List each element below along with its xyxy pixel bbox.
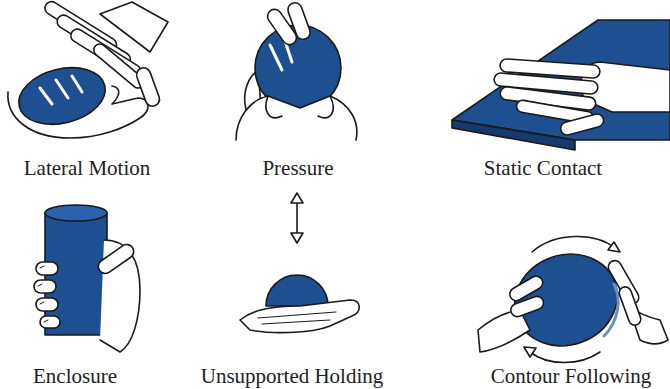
nail-line [38, 266, 48, 322]
cylinder-top [45, 205, 107, 221]
motion-arrow [296, 200, 298, 236]
caption-label: Static Contact [484, 156, 602, 180]
blue-disk [502, 240, 631, 360]
finger-groove [40, 76, 82, 104]
arrow-head [291, 233, 303, 243]
finger [509, 295, 545, 319]
rotation-arrow [530, 352, 600, 363]
blue-slab [452, 20, 670, 140]
hand-outline [478, 310, 530, 352]
palm-hand [240, 300, 359, 333]
static-contact-illustration [452, 20, 670, 150]
caption-label: Lateral Motion [24, 156, 151, 180]
blue-disk [13, 59, 111, 133]
arrow-head [608, 242, 620, 252]
thumb [286, 1, 312, 41]
caption-label: Enclosure [33, 364, 117, 388]
slab-edge [452, 120, 575, 150]
unsupported-holding-illustration [240, 193, 359, 333]
arrow-head [524, 347, 536, 357]
thumb [559, 113, 605, 137]
finger-line [266, 96, 333, 118]
contour-following-illustration [478, 236, 668, 362]
fingertip [40, 316, 60, 328]
fingertip [36, 298, 58, 311]
disk-rim [604, 284, 618, 336]
pressure-illustration [236, 1, 357, 140]
blue-hemisphere [266, 275, 328, 306]
thumb [135, 66, 162, 108]
lateral-motion-illustration [8, 0, 168, 138]
thumb [96, 242, 137, 276]
fingertip [34, 280, 56, 293]
caption-label: Contour Following [491, 364, 651, 388]
arrow-head [291, 193, 303, 203]
thumb [618, 285, 643, 327]
hand-outline [236, 96, 357, 140]
fingertip [36, 262, 58, 275]
caption-label: Pressure [262, 156, 333, 180]
rotation-arrow [532, 236, 615, 252]
enclosure-illustration [34, 205, 140, 352]
hand-drawings [8, 0, 670, 362]
finger-line [258, 312, 336, 324]
caption-label: Unsupported Holding [201, 364, 384, 388]
